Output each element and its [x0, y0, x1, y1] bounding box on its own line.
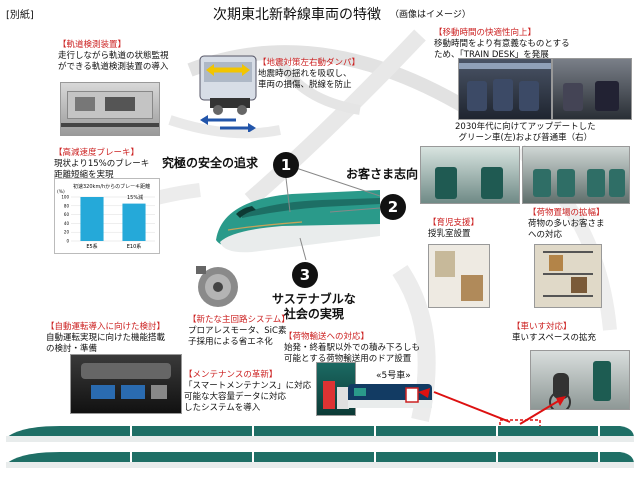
cargo-text: 【荷物輸送への対応】始発・終着駅以外での積み下ろしも 可能とする荷物輸送用のドア…: [284, 332, 420, 365]
safety-label: 究極の安全の追求: [162, 156, 259, 170]
motor-heading: 【新たな主回路システム】: [188, 315, 290, 325]
comfort-text: 【移動時間の快適性向上】移動時間をより有意義なものとする ため、「TRAIN D…: [434, 28, 570, 61]
motor-image: [196, 266, 238, 307]
childcare-text: 【育児支援】授乳室設置: [428, 218, 479, 240]
ordinary-car-photo: [522, 146, 630, 204]
comfort-body: 移動時間をより有意義なものとする ため、「TRAIN DESK」を発展: [434, 39, 570, 60]
brake-text: 【高減速度ブレーキ】現状より15%のブレーキ 距離短縮を実現: [54, 148, 149, 181]
maintenance-body: 「スマートメンテナンス」に対応 可能な大容量データに対応 したシステムを導入: [184, 381, 312, 413]
chart-ytick-label: 60: [64, 212, 70, 217]
number-3: 3: [292, 262, 318, 288]
chart-ytick-label: 20: [64, 230, 70, 235]
chart-category-label: E10系: [127, 243, 142, 250]
nursing-room-photo: [428, 244, 490, 308]
cab-photo: [70, 354, 182, 414]
chart-category-label: E5系: [86, 243, 97, 250]
luggage-body: 荷物の多いお客さま への対応: [528, 219, 605, 240]
brake-heading: 【高減速度ブレーキ】: [54, 148, 140, 158]
damper-body: 地震時の揺れを吸収し、 車両の損傷、脱線を防止: [258, 69, 352, 90]
damper-heading: 【地震対策左右動ダンパ】: [258, 58, 361, 68]
luggage-heading: 【荷物置場の拡幅】: [528, 208, 605, 218]
brake-chart: 初速320km/hからのブレーキ距離 (%) 100 80 60 40 20 0 E5系 E…: [54, 178, 160, 254]
maintenance-text: 【メンテナンスの革新】「スマートメンテナンス」に対応 可能な大容量データに対応 …: [184, 370, 311, 414]
trainset-bottom: [6, 452, 634, 468]
wheelchair-space-photo: [530, 350, 630, 410]
motor-body: プロアレスモータ、SiC素 子採用による省エネ化: [188, 326, 287, 347]
customer-label: お客さま志向: [346, 167, 419, 181]
cargo-heading: 【荷物輸送への対応】: [284, 332, 370, 342]
chart-ytick-label: 100: [61, 195, 69, 200]
number-2: 2: [380, 194, 406, 220]
auto-driving-text: 【自動運転導入に向けた検討】自動運転実現に向けた機能搭載 の検討・準備: [46, 322, 165, 355]
maintenance-heading: 【メンテナンスの革新】: [184, 370, 278, 380]
wheelchair-text: 【車いす対応】車いすスペースの拡充: [512, 322, 596, 344]
auto-driving-body: 自動運転実現に向けた機能搭載 の検討・準備: [46, 333, 166, 354]
chart-ytick-label: 40: [64, 221, 70, 226]
comfort-heading: 【移動時間の快適性向上】: [434, 28, 537, 38]
page-note: （画像はイメージ）: [390, 10, 471, 20]
wheelchair-heading: 【車いす対応】: [512, 322, 572, 332]
childcare-heading: 【育児支援】: [428, 218, 480, 228]
sustainable-label: サステナブルな 社会の実現: [272, 292, 356, 321]
car5-diagram: [348, 384, 432, 408]
cargo-body: 始発・終着駅以外での積み下ろしも 可能とする荷物輸送用のドア設置: [284, 343, 421, 364]
track-inspection-text: 【軌道検測装置】走行しながら軌道の状態監視 ができる軌道検測装置の導入: [58, 40, 169, 73]
chart-ytick-label: 80: [64, 203, 70, 208]
chart-bar-2: [122, 203, 146, 241]
damper-diagram: [199, 55, 257, 132]
track-inspection-photo: [60, 82, 160, 136]
childcare-body: 授乳室設置: [428, 229, 471, 239]
green-car-text: 2030年代に向けてアップデートした グリーン車(左)および普通車（右）: [455, 122, 596, 143]
luggage-rack-photo: [534, 244, 602, 308]
chart-title: 初速320km/hからのブレーキ距離: [73, 183, 150, 190]
document-tag: [別紙]: [6, 10, 34, 21]
track-inspection-heading: 【軌道検測装置】: [58, 40, 127, 50]
brake-body: 現状より15%のブレーキ 距離短縮を実現: [54, 159, 150, 180]
trainset-diagram: [6, 426, 634, 468]
damper-text: 【地震対策左右動ダンパ】地震時の揺れを吸収し、 車両の損傷、脱線を防止: [258, 58, 360, 91]
track-inspection-body: 走行しながら軌道の状態監視 ができる軌道検測装置の導入: [58, 51, 169, 72]
chart-ytick-label: 0: [66, 239, 69, 244]
number-1: 1: [273, 152, 299, 178]
trainset-top: [6, 426, 634, 442]
auto-driving-heading: 【自動運転導入に向けた検討】: [46, 322, 166, 332]
train-desk-photo: [458, 58, 552, 120]
chart-annotation: 15%減: [127, 194, 143, 201]
luggage-text: 【荷物置場の拡幅】荷物の多いお客さま への対応: [528, 208, 605, 241]
chart-ylabel: (%): [57, 189, 65, 195]
page-title: 次期東北新幹線車両の特徴: [213, 7, 381, 23]
green-car-photo: [420, 146, 520, 204]
car5-label: «5号車»: [376, 371, 411, 381]
chart-bar-1: [80, 197, 104, 241]
motor-text: 【新たな主回路システム】プロアレスモータ、SiC素 子採用による省エネ化: [188, 315, 290, 348]
wheelchair-body: 車いすスペースの拡充: [512, 333, 596, 343]
train-desk-photo-2: [552, 58, 632, 120]
